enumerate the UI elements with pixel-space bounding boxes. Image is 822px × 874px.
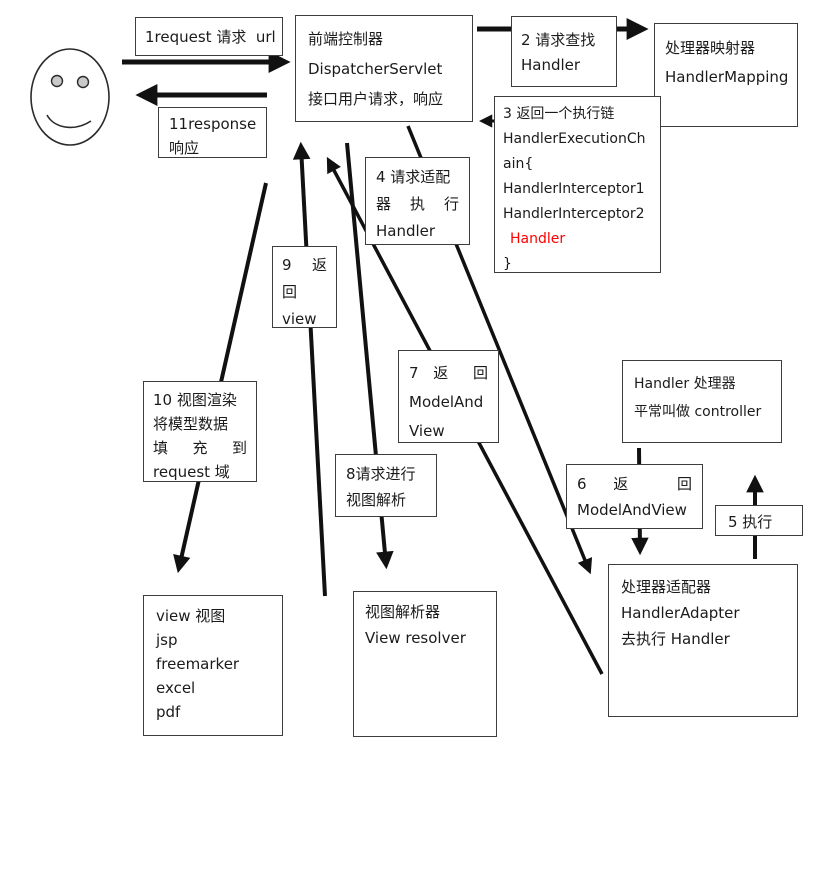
node-label: freemarker bbox=[156, 655, 240, 673]
node-label: 平常叫做 controller bbox=[634, 404, 762, 420]
node-execute: 5 执行 bbox=[715, 505, 803, 536]
node-label: 视图解析 bbox=[346, 491, 407, 509]
node-label: DispatcherServlet bbox=[308, 60, 443, 78]
node-label: Handler bbox=[521, 56, 581, 74]
node-label: 回 bbox=[282, 283, 298, 301]
node-handler-adapter: 处理器适配器 HandlerAdapter 去执行 Handler bbox=[608, 564, 798, 717]
node-label: excel bbox=[156, 679, 196, 697]
node-label: view bbox=[282, 310, 317, 328]
node-label: Handler bbox=[376, 222, 436, 240]
arrow-9-return-view bbox=[292, 141, 327, 597]
node-label: ModelAndView bbox=[577, 501, 687, 519]
node-label: ModelAnd bbox=[409, 393, 484, 411]
node-handler-mapping: 处理器映射器 HandlerMapping bbox=[654, 23, 798, 127]
node-label: 9 返 bbox=[282, 256, 327, 274]
node-label: Handler 处理器 bbox=[634, 376, 736, 392]
node-label: 前端控制器 bbox=[308, 30, 384, 48]
node-label: 处理器映射器 bbox=[665, 39, 756, 57]
node-view-render: 10 视图渲染 将模型数据 填 充 到 request 域 bbox=[143, 381, 257, 482]
node-find-handler: 2 请求查找 Handler bbox=[511, 16, 617, 87]
node-dispatcher-servlet: 前端控制器 DispatcherServlet 接口用户请求，响应 bbox=[295, 15, 473, 122]
node-label: 视图解析器 bbox=[365, 603, 441, 621]
node-label: 1request 请求 url bbox=[145, 28, 276, 46]
node-label: HandlerInterceptor2 bbox=[503, 206, 645, 222]
node-label: 响应 bbox=[169, 139, 200, 157]
user-smiley-icon bbox=[30, 48, 110, 146]
node-label: 4 请求适配 bbox=[376, 168, 451, 186]
node-label: HandlerMapping bbox=[665, 68, 789, 86]
node-label: jsp bbox=[156, 631, 178, 649]
node-label: 6 返 回 bbox=[577, 475, 692, 493]
node-label: 处理器适配器 bbox=[621, 578, 712, 596]
node-label: HandlerExecutionCh bbox=[503, 131, 646, 147]
node-label: view 视图 bbox=[156, 607, 226, 625]
node-label: 11response bbox=[169, 115, 257, 133]
node-label: 接口用户请求，响应 bbox=[308, 90, 444, 108]
node-return-modelandview: 7 返 回 ModelAnd View bbox=[398, 350, 499, 443]
node-label: ain{ bbox=[503, 156, 534, 172]
node-label: View bbox=[409, 422, 445, 440]
node-label: HandlerInterceptor1 bbox=[503, 181, 645, 197]
node-label: 2 请求查找 bbox=[521, 31, 596, 49]
node-label: 8请求进行 bbox=[346, 465, 416, 483]
node-label: request 域 bbox=[153, 463, 230, 481]
node-request-url: 1request 请求 url bbox=[135, 17, 283, 56]
node-label: HandlerAdapter bbox=[621, 604, 740, 622]
node-label: pdf bbox=[156, 703, 181, 721]
node-handler-controller: Handler 处理器 平常叫做 controller bbox=[622, 360, 782, 443]
node-label: 5 执行 bbox=[728, 513, 773, 531]
node-label: 将模型数据 bbox=[153, 415, 229, 433]
node-label: View resolver bbox=[365, 629, 466, 647]
arrow-10-view-render bbox=[173, 182, 268, 574]
node-label: 去执行 Handler bbox=[621, 630, 730, 648]
node-label-handler-highlight: Handler bbox=[510, 231, 566, 247]
node-label: 10 视图渲染 bbox=[153, 391, 237, 409]
node-response: 11response 响应 bbox=[158, 107, 267, 158]
node-label: 3 返回一个执行链 bbox=[503, 106, 615, 122]
node-return-modelandview-6: 6 返 回 ModelAndView bbox=[566, 464, 703, 529]
node-request-adapter-execute: 4 请求适配 器 执 行 Handler bbox=[365, 157, 470, 245]
node-view-resolver: 视图解析器 View resolver bbox=[353, 591, 497, 737]
node-return-view: 9 返 回 view bbox=[272, 246, 337, 328]
node-label: 7 返 回 bbox=[409, 364, 488, 382]
node-label: 器 执 行 bbox=[376, 195, 459, 213]
node-execution-chain: 3 返回一个执行链 HandlerExecutionCh ain{ Handle… bbox=[494, 96, 661, 273]
node-label: 填 充 到 bbox=[153, 439, 247, 457]
node-request-view-resolve: 8请求进行 视图解析 bbox=[335, 454, 437, 517]
node-label: } bbox=[503, 256, 512, 272]
node-view-types: view 视图 jsp freemarker excel pdf bbox=[143, 595, 283, 736]
